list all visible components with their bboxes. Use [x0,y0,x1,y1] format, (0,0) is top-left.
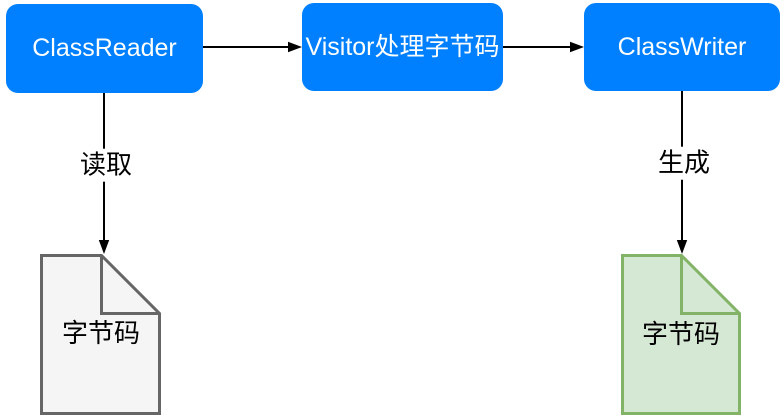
arrowhead-reader-to-input-doc [98,240,110,254]
document-output-bytecode [621,254,741,415]
document-input-bytecode [40,254,161,415]
document-output-bytecode-fold [680,255,740,315]
arrowhead-writer-to-output-doc [676,240,688,254]
node-class-reader: ClassReader [6,4,203,93]
document-input-bytecode-label: 字节码 [61,318,141,348]
document-input-bytecode-fold [100,255,160,315]
node-class-writer: ClassWriter [584,3,780,91]
edge-label-generate: 生成 [655,146,713,180]
edge-label-read: 读取 [77,148,135,182]
document-output-bytecode-label: 字节码 [641,319,721,349]
arrowhead-reader-to-visitor [288,41,302,53]
arrowhead-visitor-to-writer [570,41,584,53]
node-class-reader-label: ClassReader [32,34,177,62]
node-visitor-label: Visitor处理字节码 [305,32,500,61]
node-visitor: Visitor处理字节码 [302,3,503,91]
node-class-writer-label: ClassWriter [617,32,747,61]
